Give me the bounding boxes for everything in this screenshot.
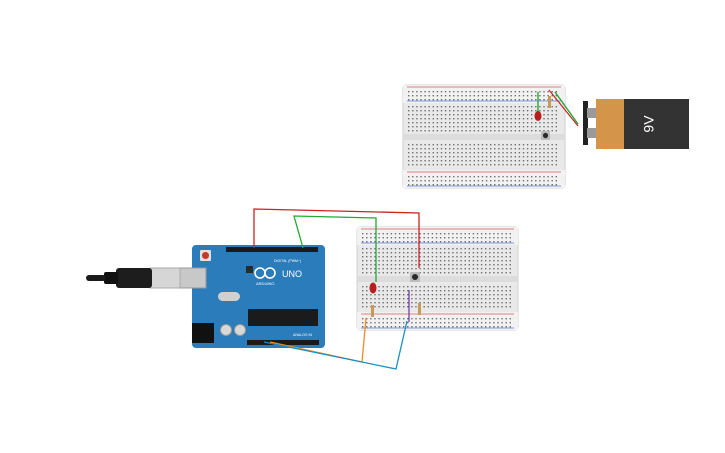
wire-green-signal[interactable] (293, 215, 377, 282)
arduino-model-label: UNO (282, 269, 302, 279)
wire-red-5v[interactable] (253, 208, 420, 268)
resistor-bottom-1[interactable] (371, 305, 374, 317)
battery-9v[interactable]: 9V (583, 99, 689, 149)
arduino-brand-label: ARDUINO (256, 281, 274, 286)
resistor-top[interactable] (548, 96, 551, 108)
resistor-bottom-2[interactable] (418, 303, 421, 315)
arduino-uno[interactable]: UNO ARDUINO DIGITAL (PWM~) ANALOG IN (177, 245, 325, 348)
arduino-analog-header-label: ANALOG IN (293, 333, 313, 337)
wire-blue-input[interactable] (263, 320, 408, 370)
arduino-logo-icon (254, 267, 276, 279)
wire-green-battery-neg[interactable] (554, 91, 579, 125)
battery-label: 9V (641, 115, 657, 133)
wire-red-battery-pos[interactable] (548, 89, 579, 127)
pushbutton-bottom-cap (412, 274, 418, 280)
led-top[interactable] (534, 111, 542, 121)
arduino-digital-header-label: DIGITAL (PWM~) (274, 259, 301, 263)
led-bottom[interactable] (369, 282, 377, 294)
pushbutton-top-cap (542, 132, 549, 139)
breadboard-top[interactable] (402, 84, 566, 189)
usb-cable[interactable] (86, 267, 181, 289)
breadboard-bottom[interactable] (356, 226, 519, 331)
